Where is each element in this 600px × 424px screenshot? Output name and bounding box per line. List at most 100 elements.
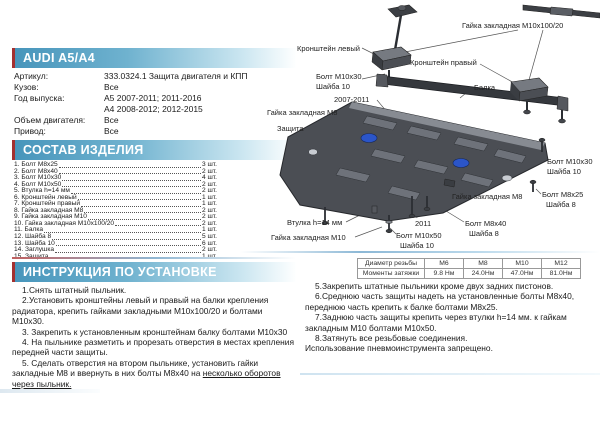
torque-cell: 47.0Нм (502, 268, 542, 279)
spec-label: Год выпуска: (14, 93, 65, 103)
label-beam: Балка (474, 83, 496, 92)
part-qty: 2 шт. (202, 167, 217, 175)
spec-row-years-a5: Год выпуска: А5 2007-2011; 2011-2016 (14, 93, 248, 104)
torque-header-row: Диаметр резьбы М6 М8 М10 М12 (357, 258, 581, 269)
dotted-leader (81, 205, 201, 207)
part-row: 6. Кронштейн левый 1 шт. (14, 193, 226, 202)
plug-blue-right (452, 158, 470, 168)
label-years-2007-2011: 2007-2011 (334, 95, 370, 104)
dotted-leader (77, 199, 201, 201)
label-skid-plate: Защита (277, 124, 304, 133)
spec-row-engine: Объем двигателя: Все (14, 115, 248, 126)
torque-cell: Диаметр резьбы (357, 258, 425, 269)
bracket-right (510, 77, 549, 115)
spec-row-drive: Привод: Все (14, 126, 248, 137)
spec-label (14, 104, 104, 115)
label-nut-m8-top: Гайка закладная М8 (267, 108, 338, 117)
spec-value: А5 2007-2011; 2011-2016 (104, 93, 202, 103)
part-name: 15. Защита (14, 253, 48, 261)
skid-plate (279, 101, 549, 222)
torque-cell: М8 (463, 258, 503, 269)
instruction-step: 7.Заднюю часть защиты крепить через втул… (305, 312, 567, 333)
section-title-parts: СОСТАВ ИЗДЕЛИЯ (12, 140, 296, 160)
label-bracket-right: Кронштейн правый (410, 58, 477, 67)
label-washer-10-bottom: Шайба 10 (400, 241, 434, 250)
exploded-view-diagram (279, 4, 600, 238)
spec-value: Все (104, 115, 119, 125)
label-bolt-m8x40: Болт М8х40 (465, 219, 507, 228)
part-qty: 4 шт. (202, 174, 217, 182)
part-name: 12. Шайба 8 (14, 233, 52, 241)
dotted-leader (87, 218, 201, 220)
spec-label: Объем двигателя: (14, 115, 86, 125)
dotted-leader (55, 251, 201, 253)
part-qty: 2 шт. (202, 213, 217, 221)
part-row: 2. Болт М8х40 2 шт. (14, 167, 226, 176)
spec-row-body: Кузов:Все (14, 82, 248, 93)
torque-values-row: Моменты затяжки 9.8 Нм 24.0Нм 47.0Нм 81.… (357, 268, 581, 279)
section-title-instructions: ИНСТРУКЦИЯ ПО УСТАНОВКЕ (12, 262, 296, 282)
part-qty: 3 шт. (202, 161, 217, 168)
part-qty: 2 шт. (202, 180, 217, 188)
label-year-2011: 2011 (415, 219, 432, 228)
divider (0, 389, 100, 393)
spacer-sleeve (371, 205, 378, 214)
part-name: 5. Втулка h=14 мм (14, 187, 70, 195)
part-name: 3. Болт М10х30 (14, 174, 62, 182)
dotted-leader (52, 238, 201, 240)
label-sleeve-h14: Втулка h=14 мм (287, 218, 343, 227)
label-washer-10-right: Шайба 10 (547, 167, 581, 176)
part-name: 2. Болт М8х40 (14, 167, 58, 175)
label-bracket-left: Кронштейн левый (297, 44, 360, 53)
dotted-leader (62, 179, 201, 181)
instruction-step: 1.Снять штатный пыльник. (22, 285, 127, 295)
torque-cell: 9.8 Нм (424, 268, 464, 279)
torque-cell: М6 (424, 258, 464, 269)
instruction-step: 3. Закрепить к установленным кронштейнам… (22, 326, 288, 337)
label-bolt-m8x25: Болт М8х25 (542, 190, 584, 199)
part-name: 8. Гайка закладная М8 (14, 206, 84, 214)
dotted-leader (62, 186, 201, 188)
spec-value: Все (104, 82, 119, 92)
spec-value: А4 2008-2012; 2012-2015 (104, 104, 203, 114)
part-qty: 1 шт. (202, 193, 217, 201)
label-bolt-m10x30-left: Болт М10х30 (316, 72, 362, 81)
instruction-step: 5.Закрепить штатные пыльники кроме двух … (315, 281, 554, 291)
torque-cell: 24.0Нм (463, 268, 503, 279)
part-qty: 2 шт. (202, 246, 217, 254)
label-washer-8-mid: Шайба 8 (469, 229, 499, 238)
instruction-step: 5. Сделать отверстия на втором пыльнике,… (12, 358, 296, 389)
instructions-left-column: 1.Снять штатный пыльник. 2.Установить кр… (12, 285, 296, 389)
label-bolt-m10x50: Болт М10х50 (396, 231, 442, 240)
label-washer-8-right: Шайба 8 (546, 200, 576, 209)
nut-plate-m10x100-left (387, 4, 418, 51)
product-specs: Артикул:333.0324.1 Защита двигателя и КП… (14, 71, 248, 137)
instruction-step-underlined: несколько оборотов через пыльник. (12, 368, 281, 389)
instruction-note: Использование пневмоинструмента запрещен… (305, 343, 493, 354)
part-name: 14. Заглушка (14, 246, 55, 254)
page-title: AUDI A5/A4 (12, 48, 296, 68)
part-qty: 2 шт. (202, 219, 217, 227)
instruction-step-text: 5. Сделать отверстия на втором пыльнике,… (12, 357, 259, 379)
spec-label: Артикул: (14, 71, 49, 81)
part-name: 11. Балка (14, 226, 44, 234)
part-row: 4. Болт М10х50 2 шт. (14, 180, 226, 189)
part-name: 10. Гайка закладная М10х100/20 (14, 219, 115, 227)
part-name: 4. Болт М10х50 (14, 180, 62, 188)
spec-value: Все (104, 126, 119, 136)
part-qty: 1 шт. (202, 226, 217, 234)
part-qty: 5 шт. (202, 233, 217, 241)
dotted-leader (84, 212, 201, 214)
spec-label: Привод: (14, 126, 46, 136)
part-name: 6. Кронштейн левый (14, 193, 77, 201)
label-nut-m8-bottom: Гайка закладная М8 (452, 192, 523, 201)
torque-cell: М10 (502, 258, 542, 269)
instruction-step: 2.Установить кронштейны левый и правый н… (12, 295, 269, 327)
spec-row-article: Артикул:333.0324.1 Защита двигателя и КП… (14, 71, 248, 82)
